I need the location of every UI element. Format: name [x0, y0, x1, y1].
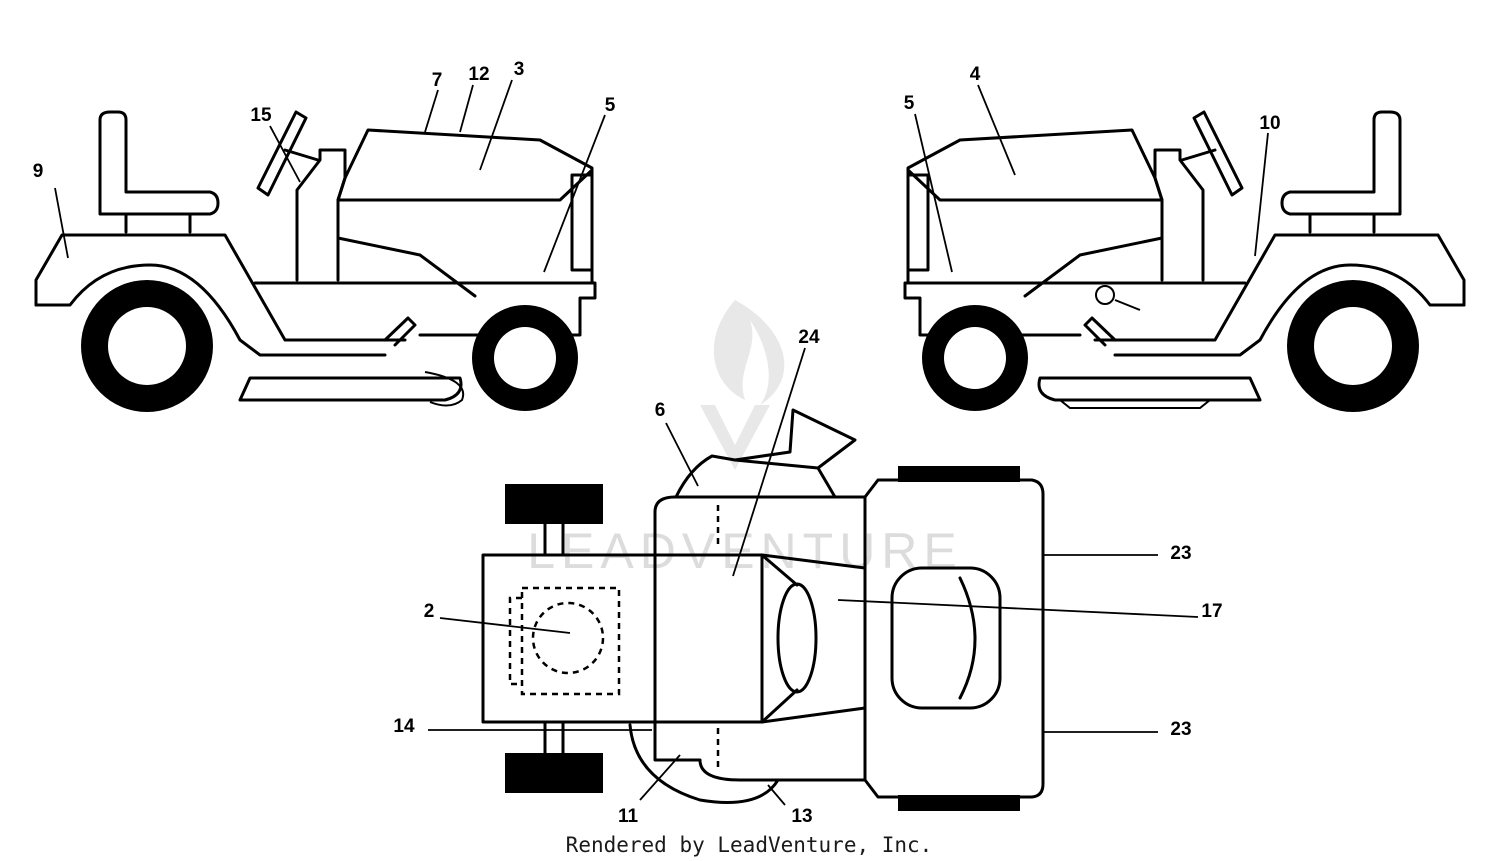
callout-6: 6 — [655, 400, 666, 421]
hood-line-right — [906, 168, 1164, 202]
deck-lever-right — [1083, 316, 1117, 347]
callout-9: 9 — [33, 161, 44, 182]
chute-line — [733, 458, 820, 470]
discharge-chute — [674, 408, 857, 499]
callout-23-top: 23 — [1170, 543, 1191, 564]
hood-right — [906, 128, 1164, 284]
callout-10: 10 — [1259, 113, 1280, 134]
seat-right — [1280, 110, 1402, 216]
callout-2: 2 — [424, 601, 435, 622]
hood — [336, 128, 594, 284]
rear-fender — [34, 233, 407, 342]
callout-15: 15 — [250, 105, 272, 126]
front-axle — [543, 522, 565, 755]
deck-lever — [383, 316, 417, 347]
seat — [98, 110, 220, 216]
rear-hub — [108, 307, 186, 385]
callout-17: 17 — [1201, 601, 1222, 622]
hood-side-line-right — [1023, 236, 1164, 298]
front-hub — [494, 327, 556, 389]
seat-top — [890, 566, 1002, 710]
hood-top — [481, 553, 764, 724]
mower-deck-right — [1037, 376, 1262, 402]
callout-24: 24 — [798, 327, 820, 348]
engine-flywheel — [531, 601, 605, 675]
engine-outline — [520, 586, 621, 696]
seat-back-top — [958, 576, 977, 700]
deck-outline-top — [628, 723, 780, 804]
rear-left-tire — [898, 466, 1020, 482]
steering-column — [283, 148, 320, 162]
rear-body — [653, 478, 1045, 799]
rear-hub-right — [1314, 307, 1392, 385]
dash-outline — [760, 553, 867, 724]
callout-11: 11 — [618, 806, 639, 827]
top-view — [481, 408, 1045, 811]
hood-side-line — [336, 236, 477, 298]
rear-fender-lower — [34, 263, 387, 357]
dash-link — [760, 553, 799, 724]
steering-wheel-right — [1192, 110, 1244, 197]
steering-wheel — [256, 110, 308, 197]
callout-4: 4 — [970, 64, 981, 85]
grille — [570, 173, 594, 272]
flame-icon — [713, 300, 785, 405]
deck-chute — [424, 371, 465, 407]
deck-skirt-right — [1057, 399, 1213, 409]
render-credit: Rendered by LeadVenture, Inc. — [566, 833, 933, 857]
rear-right-tire — [898, 795, 1020, 811]
callout-labels: 9 15 7 12 3 5 4 5 10 24 6 2 14 11 13 23 … — [33, 59, 1281, 827]
callout-7: 7 — [432, 70, 443, 91]
dash-tower — [295, 148, 347, 282]
seat-post-right — [1308, 212, 1376, 234]
steering-column-right — [1180, 148, 1217, 162]
callout-23-bottom: 23 — [1170, 719, 1191, 740]
callout-13: 13 — [791, 806, 812, 827]
right-side-view — [903, 110, 1466, 412]
left-side-view — [34, 110, 597, 412]
seat-post — [124, 212, 192, 234]
callout-5-right: 5 — [904, 93, 915, 114]
grille-right — [906, 173, 930, 272]
callout-12: 12 — [468, 64, 489, 85]
callout-3: 3 — [514, 59, 525, 80]
front-hub-right — [944, 327, 1006, 389]
steering-wheel-top — [776, 582, 818, 694]
callout-14: 14 — [393, 716, 415, 737]
v-mark-icon — [700, 405, 770, 470]
dash-tower-right — [1153, 148, 1205, 282]
front-right-tire — [505, 753, 603, 793]
key-handle — [1114, 299, 1141, 311]
rear-fender-right — [1093, 233, 1466, 342]
watermark-text: LEADVENTURE — [527, 523, 963, 579]
engine-side-outline — [508, 596, 522, 686]
hood-line — [336, 168, 594, 202]
rear-fender-lower-right — [1113, 263, 1466, 357]
key-switch — [1095, 285, 1115, 305]
callout-5-left: 5 — [605, 95, 616, 116]
front-left-tire — [505, 484, 603, 524]
leader-lines — [54, 79, 1269, 806]
mower-deck — [238, 376, 463, 402]
watermark: LEADVENTURE — [527, 300, 963, 579]
